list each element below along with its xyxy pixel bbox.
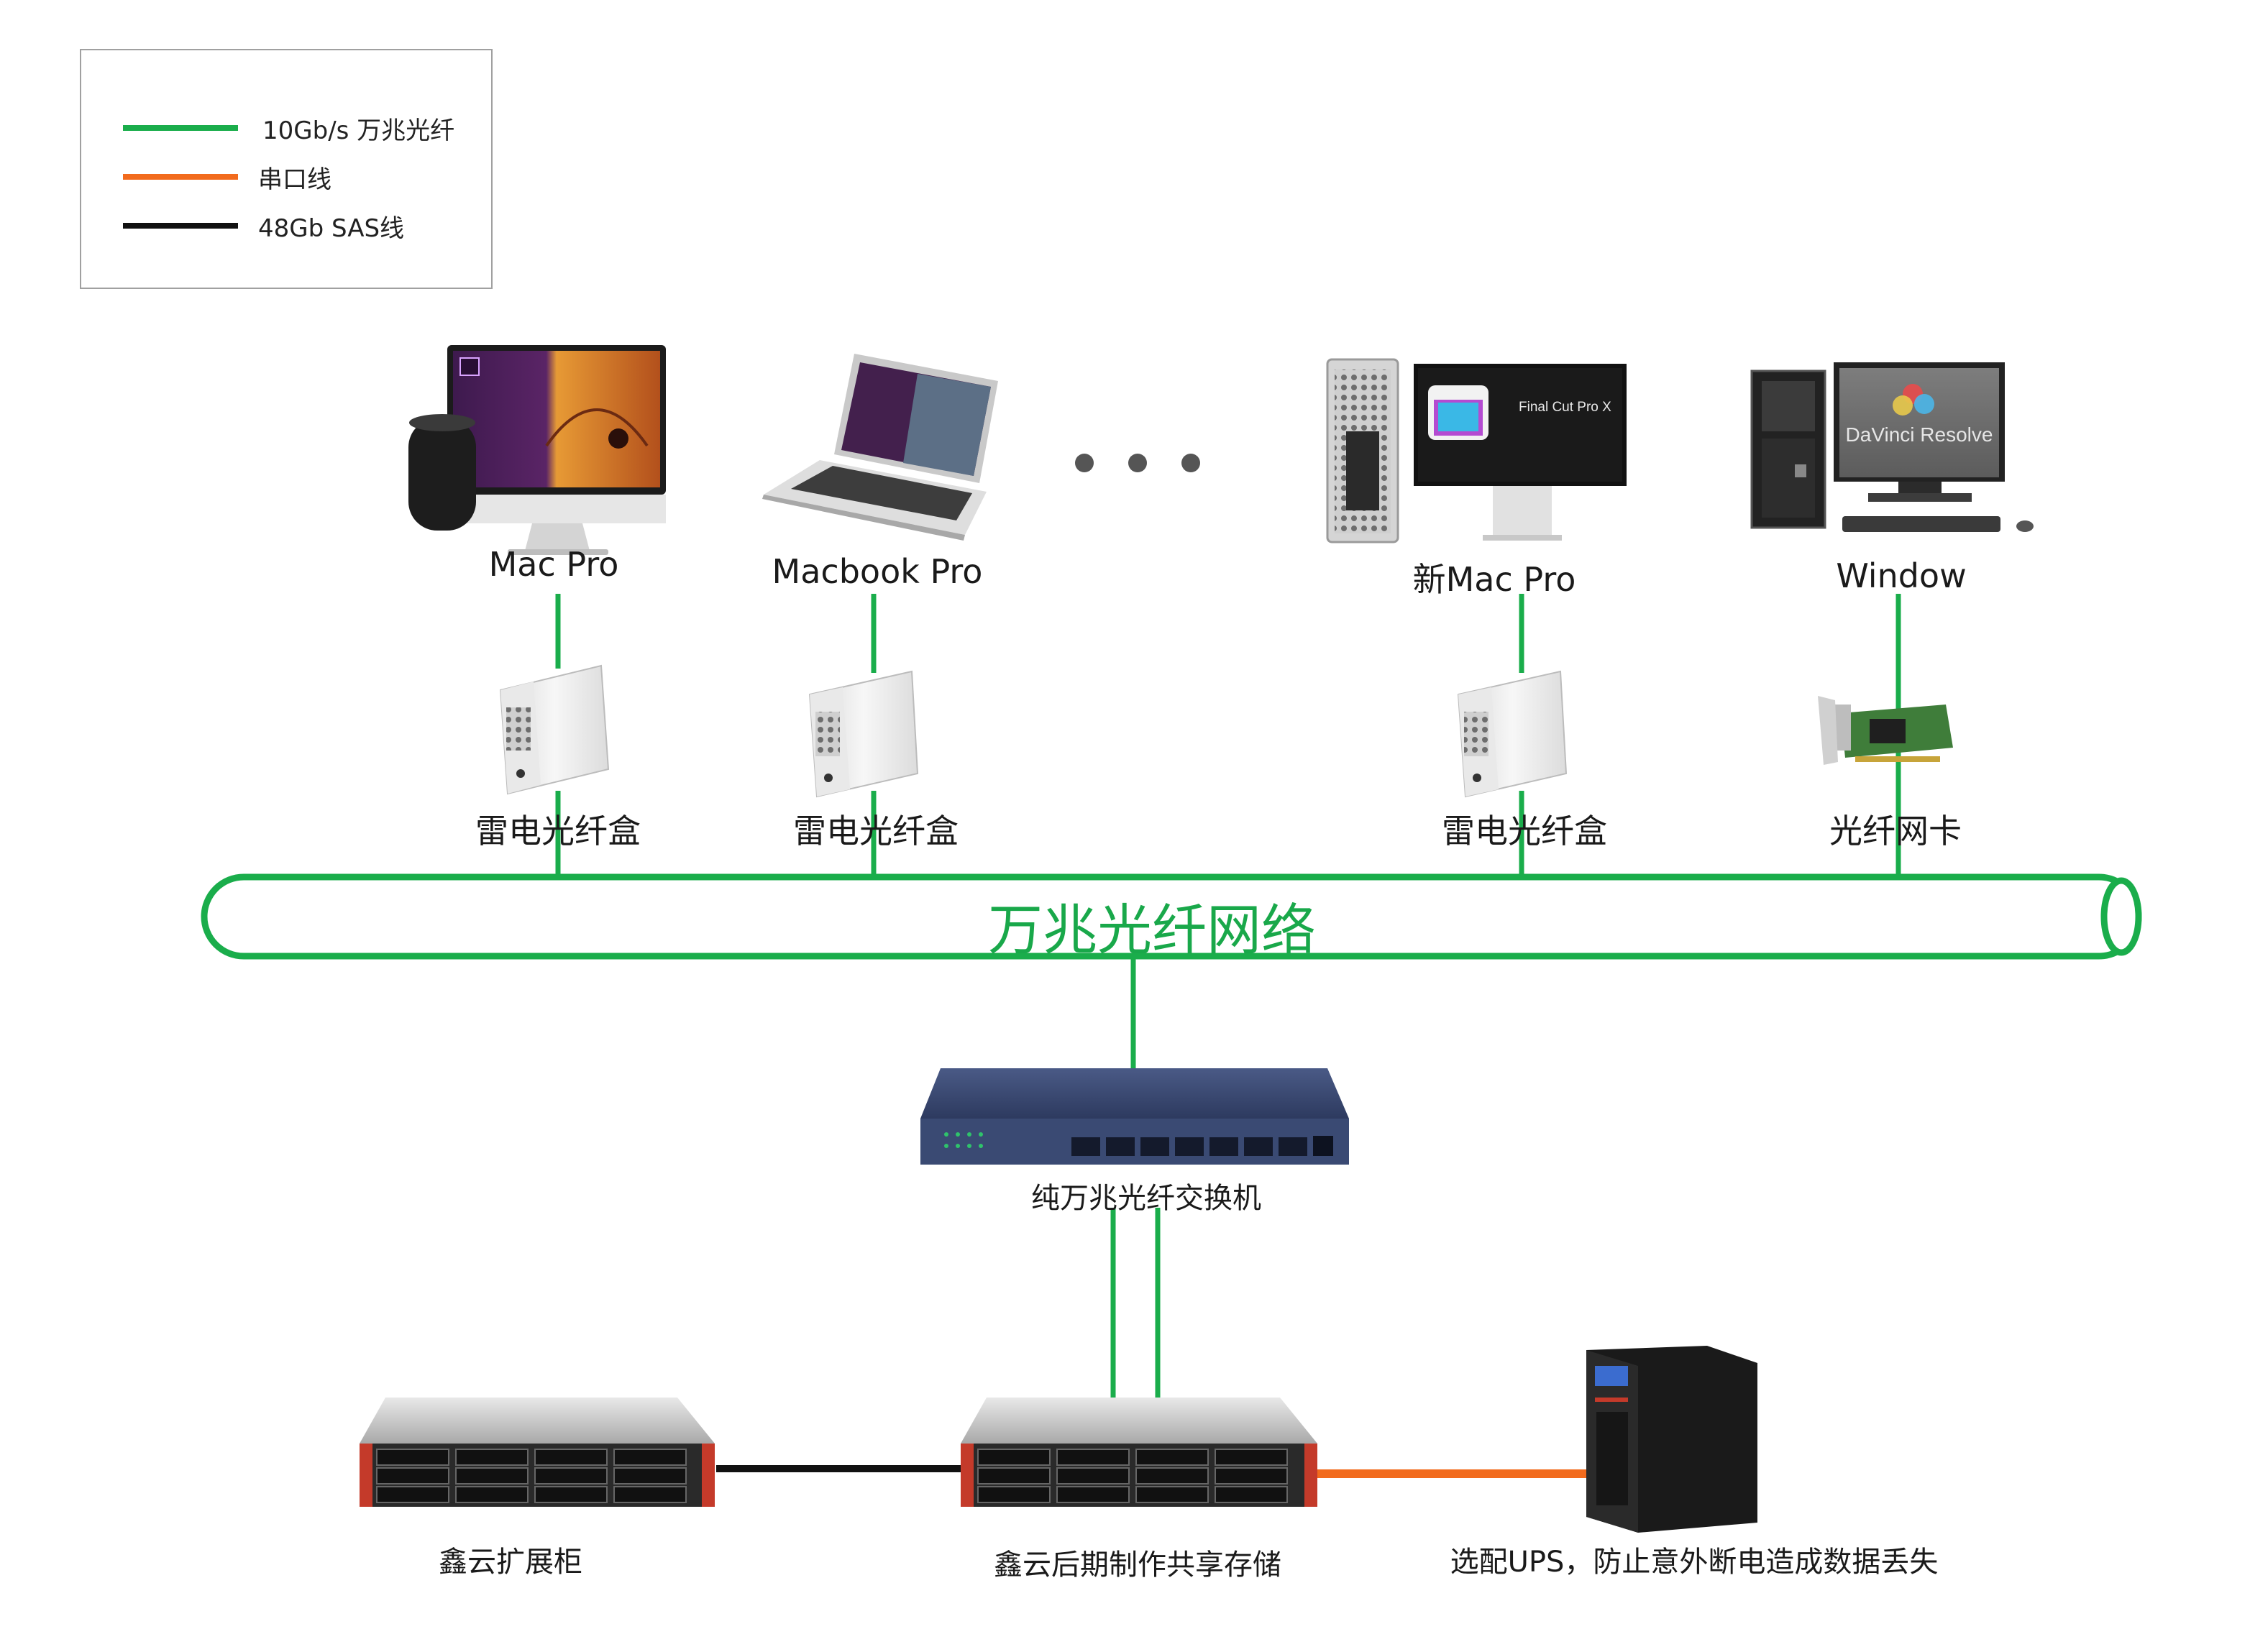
- label-mac-pro: Mac Pro: [488, 545, 619, 584]
- label-ups: 选配UPS，防止意外断电造成数据丢失: [1450, 1546, 1939, 1579]
- legend-item-serial: 串口线: [123, 162, 331, 194]
- davinci-screen-title: DaVinci Resolve: [1846, 423, 1993, 446]
- fiber-nic: [1818, 696, 1953, 765]
- label-thunderbolt-box-2: 雷电光纤盒: [793, 812, 959, 850]
- label-fiber-network: 万兆光纤网络: [988, 898, 1316, 962]
- more-devices-dots: [1075, 454, 1200, 472]
- label-main-storage: 鑫云后期制作共享存储: [994, 1548, 1281, 1582]
- fcp-screen-title: Final Cut Pro X: [1519, 400, 1611, 415]
- main-storage: [961, 1398, 1317, 1507]
- legend: 10Gb/s 万兆光纤 串口线 48Gb SAS线: [80, 49, 493, 289]
- label-expansion-cabinet: 鑫云扩展柜: [439, 1546, 582, 1579]
- legend-swatch-sas: [123, 223, 238, 229]
- thunderbolt-box-3: [1457, 670, 1568, 798]
- legend-label-fiber: 10Gb/s 万兆光纤: [262, 116, 455, 145]
- legend-item-fiber: 10Gb/s 万兆光纤: [123, 114, 454, 145]
- window-pc-device: DaVinci Resolve: [1750, 362, 2034, 532]
- legend-label-serial: 串口线: [258, 165, 331, 194]
- label-thunderbolt-box-3: 雷电光纤盒: [1442, 812, 1607, 850]
- fiber-network-pipe: [201, 873, 2142, 960]
- legend-swatch-serial: [123, 174, 238, 180]
- label-fiber-switch: 纯万兆光纤交换机: [1031, 1182, 1261, 1215]
- label-macbook-pro: Macbook Pro: [772, 552, 983, 591]
- legend-item-sas: 48Gb SAS线: [123, 211, 404, 243]
- label-thunderbolt-box-1: 雷电光纤盒: [475, 812, 641, 850]
- legend-swatch-fiber: [123, 125, 238, 131]
- macbook-pro-device: [762, 354, 998, 541]
- mac-pro-device: [408, 345, 666, 555]
- legend-label-sas: 48Gb SAS线: [258, 214, 405, 243]
- expansion-cabinet: [360, 1398, 715, 1507]
- ups-device: [1586, 1346, 1757, 1533]
- new-mac-pro-device: Final Cut Pro X: [1326, 358, 1627, 543]
- fiber-switch: [920, 1068, 1349, 1165]
- label-fiber-nic: 光纤网卡: [1829, 812, 1962, 850]
- label-window: Window: [1836, 556, 1967, 595]
- thunderbolt-box-2: [808, 670, 919, 798]
- fiber-links: [555, 594, 1901, 1400]
- thunderbolt-box-1: [499, 664, 610, 795]
- label-new-mac-pro: 新Mac Pro: [1412, 560, 1576, 599]
